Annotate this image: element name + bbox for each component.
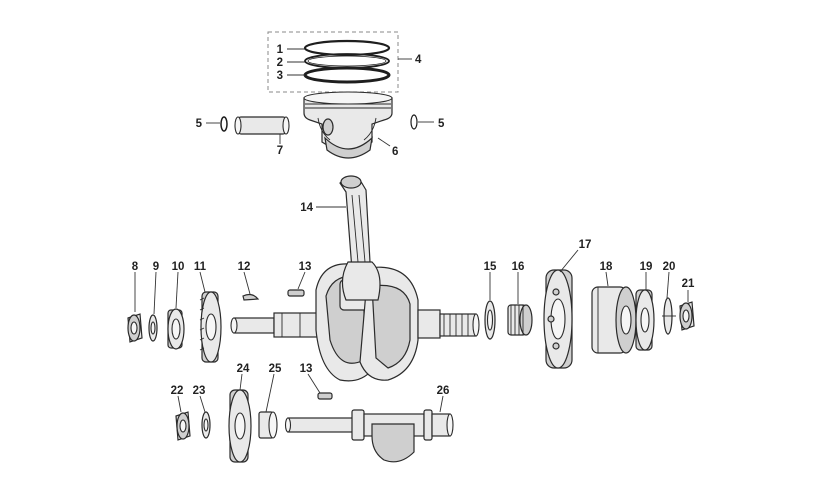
callout-23: 23: [193, 385, 206, 397]
washer-23: [201, 411, 211, 439]
gear-11: [199, 291, 222, 363]
callout-20: 20: [663, 261, 676, 273]
callout-14: 14: [300, 202, 313, 214]
clip-right: [410, 114, 418, 130]
dowel-pin-13-lower: [317, 392, 333, 400]
callout-12: 12: [238, 261, 251, 273]
bush-25: [258, 411, 278, 439]
washer-15: [484, 300, 496, 340]
clip-left: [220, 116, 228, 132]
callout-25: 25: [269, 363, 282, 375]
ring-3: [303, 66, 391, 84]
callout-19: 19: [640, 261, 653, 273]
gear-10: [167, 308, 185, 350]
callout-17: 17: [579, 239, 592, 251]
washer-9: [148, 314, 158, 342]
callout-13-upper: 13: [299, 261, 312, 273]
piston: [303, 91, 393, 159]
callout-9: 9: [153, 261, 159, 273]
bearing-16: [507, 304, 533, 336]
callout-7: 7: [277, 145, 283, 157]
callout-5-left: 5: [196, 118, 203, 130]
clutch-18: [591, 286, 637, 354]
dowel-pin-13-upper: [287, 289, 305, 297]
nut-21: [679, 301, 695, 331]
woodruff-key-12: [242, 293, 260, 301]
callout-4: 4: [415, 54, 422, 66]
piston-pin: [234, 116, 290, 135]
callout-5-right: 5: [438, 118, 445, 130]
connecting-rod: [339, 175, 371, 271]
callout-26: 26: [437, 385, 450, 397]
callout-11: 11: [194, 261, 207, 273]
callout-1: 1: [277, 44, 284, 56]
callout-15: 15: [484, 261, 497, 273]
gear-19: [635, 289, 655, 351]
callout-6: 6: [392, 146, 398, 158]
callout-10: 10: [172, 261, 185, 273]
ring-2-inner: [307, 55, 387, 67]
gear-24: [228, 389, 252, 463]
callout-18: 18: [600, 261, 613, 273]
callout-2: 2: [277, 57, 283, 69]
callout-8: 8: [132, 261, 139, 273]
ring-1: [303, 39, 391, 57]
callout-21: 21: [682, 278, 695, 290]
crankshaft: [230, 261, 480, 382]
callout-24: 24: [237, 363, 250, 375]
balancer-shaft-26: [284, 409, 454, 463]
callout-labels: 1 2 3 4 5 5 6 7 8 9 10 11 12 13 14 15 16…: [132, 44, 695, 397]
washer-20: [662, 297, 676, 335]
callout-22: 22: [171, 385, 184, 397]
nut-8: [127, 313, 143, 343]
nut-22: [175, 411, 191, 441]
callout-3: 3: [277, 70, 283, 82]
leader-lines: [134, 48, 689, 413]
gear-17: [543, 269, 573, 369]
callout-16: 16: [512, 261, 525, 273]
callout-13-lower: 13: [300, 363, 313, 375]
